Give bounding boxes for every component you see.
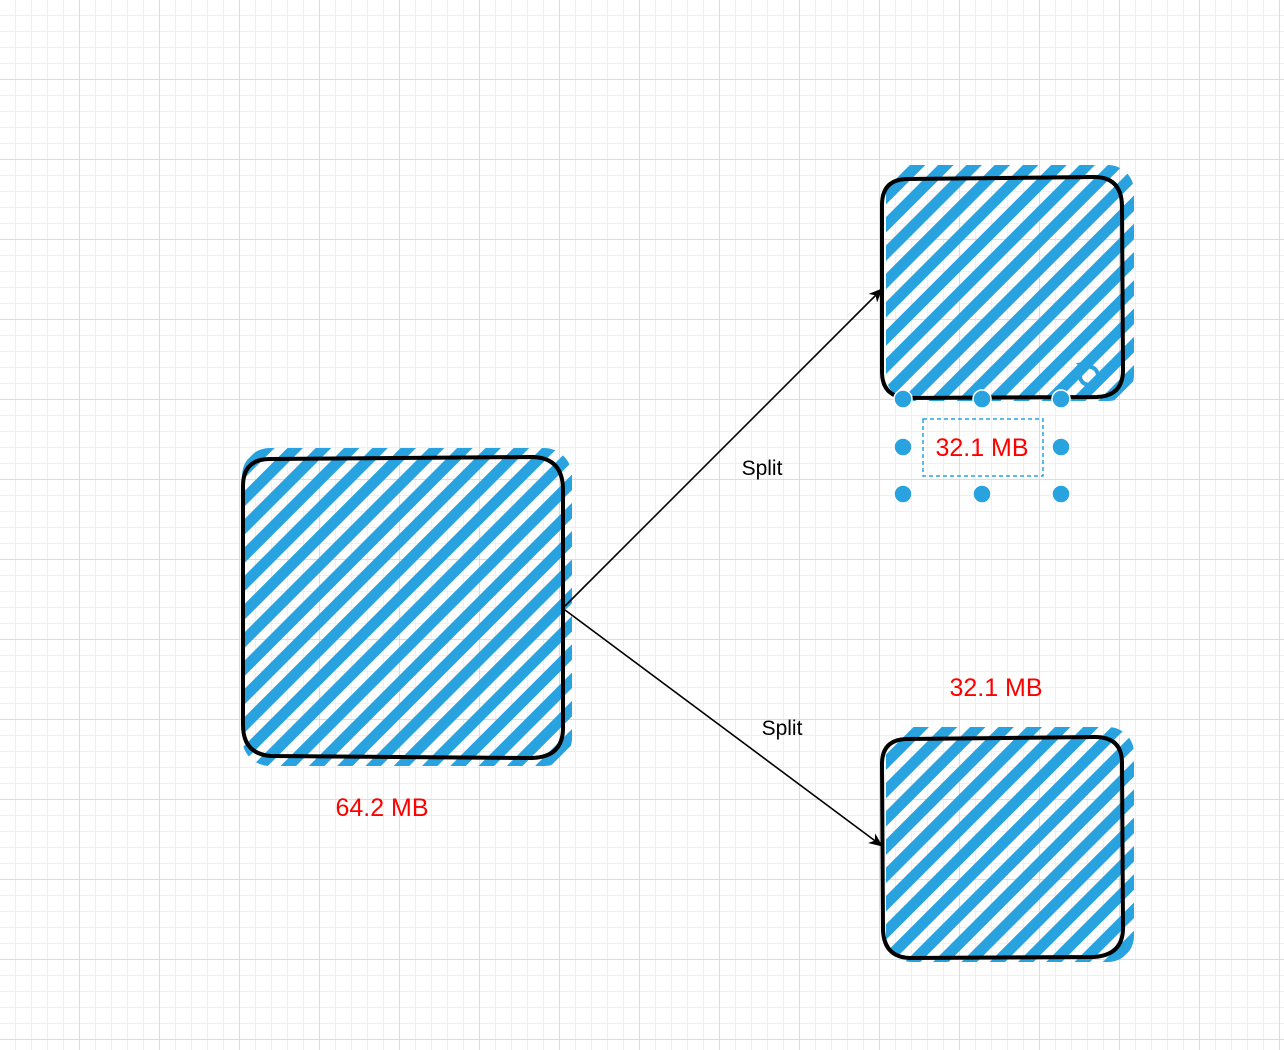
resize-handle-nw[interactable]	[893, 389, 913, 409]
resize-handle-n[interactable]	[972, 389, 992, 409]
bottom-part-size-label[interactable]: 32.1 MB	[949, 674, 1042, 702]
selection-box[interactable]	[922, 418, 1044, 477]
split-edge-top-label[interactable]: Split	[742, 457, 783, 480]
resize-handle-se[interactable]	[1051, 484, 1071, 504]
selection-handles[interactable]	[893, 389, 1071, 504]
source-block[interactable]	[241, 448, 572, 766]
source-size-label[interactable]: 64.2 MB	[335, 794, 428, 822]
resize-handle-ne[interactable]	[1051, 389, 1071, 409]
split-edge-bottom-label[interactable]: Split	[762, 717, 803, 740]
top-part-block[interactable]	[880, 165, 1134, 401]
bottom-part-block[interactable]	[880, 727, 1134, 962]
rotate-handle-icon[interactable]	[1076, 362, 1100, 387]
resize-handle-sw[interactable]	[893, 484, 913, 504]
split-edge-bottom[interactable]	[564, 609, 883, 847]
resize-handle-e[interactable]	[1051, 437, 1071, 457]
top-part-size-label[interactable]: 32.1 MB	[935, 434, 1028, 462]
resize-handle-s[interactable]	[972, 484, 992, 504]
resize-handle-w[interactable]	[893, 437, 913, 457]
split-edge-top[interactable]	[564, 288, 883, 607]
